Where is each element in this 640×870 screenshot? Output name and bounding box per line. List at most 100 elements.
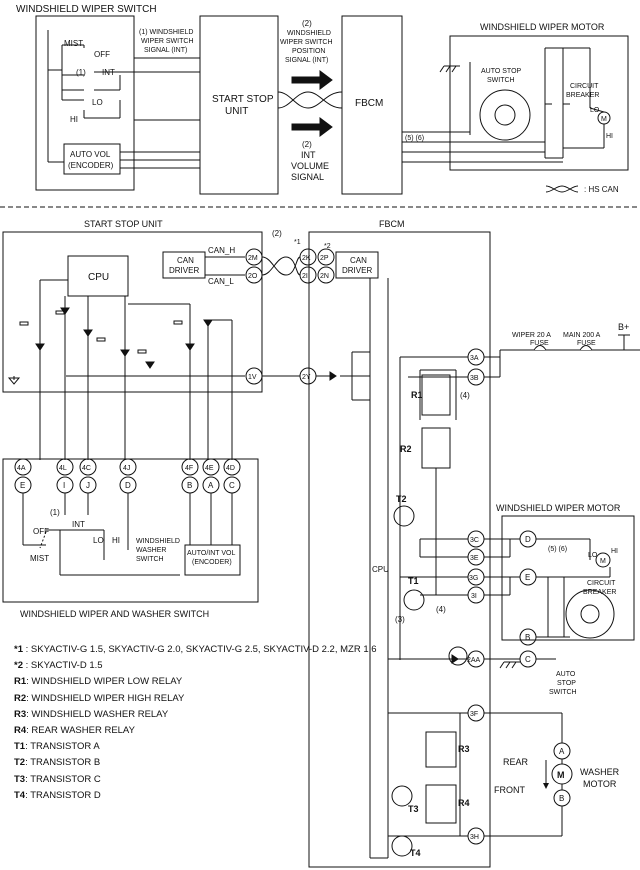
sig1-line-1: (1) WINDSHIELD bbox=[139, 29, 193, 36]
legend-key: R2 bbox=[14, 692, 27, 704]
wiper-fuse-2: FUSE bbox=[530, 340, 549, 347]
conn-4l: 4L bbox=[59, 465, 67, 472]
marker-3: (3) bbox=[395, 615, 405, 624]
legend-text: : REAR WASHER RELAY bbox=[26, 725, 135, 737]
m-hi: HI bbox=[606, 133, 613, 140]
auto-stop-2: SWITCH bbox=[487, 77, 515, 84]
top-switch-title: WINDSHIELD WIPER SWITCH bbox=[16, 4, 157, 15]
motor-56: (5) (6) bbox=[548, 546, 567, 553]
motor-pin-b: B bbox=[525, 633, 530, 642]
legend-key: R1 bbox=[14, 676, 27, 688]
vol-line-3: VOLUME bbox=[291, 161, 329, 171]
top-fbcm-box bbox=[341, 15, 403, 195]
pin-2p: 2P bbox=[320, 255, 329, 262]
ssu-can-driver-box bbox=[162, 251, 206, 279]
sw-lo: LO bbox=[93, 536, 104, 545]
pin-2i: 2I bbox=[302, 273, 308, 280]
pin-3i: 3I bbox=[471, 593, 477, 600]
ssu-line-1: START STOP bbox=[212, 94, 274, 105]
motor-cb-2: BREAKER bbox=[583, 589, 616, 596]
legend-row: *1 : SKYACTIV-G 1.5, SKYACTIV-G 2.0, SKY… bbox=[14, 642, 377, 658]
sig1-line-3: SIGNAL (INT) bbox=[144, 47, 187, 54]
conn-i: I bbox=[63, 481, 65, 490]
top-fbcm-label: FBCM bbox=[355, 98, 383, 109]
motor-pin-c: C bbox=[525, 655, 531, 664]
motor-m: M bbox=[600, 558, 606, 565]
fbcm-title: FBCM bbox=[379, 219, 405, 229]
mist-label: MIST bbox=[64, 39, 83, 48]
conn-b: B bbox=[187, 481, 192, 490]
bottom-schematic bbox=[2, 231, 640, 868]
t4-label: T4 bbox=[410, 848, 421, 858]
legend-text: : WINDSHIELD WIPER LOW RELAY bbox=[26, 676, 183, 688]
legend-row: R3: WINDSHIELD WASHER RELAY bbox=[14, 707, 314, 723]
conn-4c: 4C bbox=[82, 465, 91, 472]
pin-3b: 3B bbox=[470, 375, 479, 382]
ssu-line-2: UNIT bbox=[225, 106, 248, 117]
conn-c: C bbox=[229, 481, 235, 490]
vol-line-4: SIGNAL bbox=[291, 172, 324, 182]
legend-key: T4 bbox=[14, 789, 26, 801]
legend-text: : TRANSISTOR D bbox=[25, 789, 101, 801]
legend: *1 : SKYACTIV-G 1.5, SKYACTIV-G 2.0, SKY… bbox=[14, 642, 377, 804]
top-switch-box bbox=[35, 15, 135, 191]
top-ssu-box bbox=[199, 15, 279, 195]
auto-stop-b-2: STOP bbox=[557, 680, 576, 687]
pin-2y: 2Y bbox=[302, 374, 311, 381]
pin-3e: 3E bbox=[470, 555, 479, 562]
can-l-label: CAN_L bbox=[208, 277, 234, 286]
top-auto-vol-box bbox=[63, 143, 121, 175]
can-h-label: CAN_H bbox=[208, 246, 235, 255]
sig2-line-3: WIPER SWITCH bbox=[280, 39, 333, 46]
m-symbol: M bbox=[601, 116, 607, 123]
main-fuse-1: MAIN 200 A bbox=[563, 332, 601, 339]
pin-2aa: 2AA bbox=[467, 657, 481, 664]
fbcm-can-driver-box bbox=[335, 251, 379, 279]
legend-key: *1 bbox=[14, 644, 23, 655]
r3-label: R3 bbox=[458, 744, 470, 754]
bplus-label: B+ bbox=[618, 322, 629, 332]
washer-motor-1: WASHER bbox=[580, 767, 620, 777]
bottom-labels: START STOP UNIT FBCM CPU CAN DRIVER CAN_… bbox=[17, 219, 629, 858]
pin-1v: 1V bbox=[248, 374, 257, 381]
pin-2m: 2M bbox=[248, 255, 258, 262]
top-motor-title: WINDSHIELD WIPER MOTOR bbox=[480, 22, 605, 32]
motor-cb-1: CIRCUIT bbox=[587, 580, 616, 587]
legend-text: : WINDSHIELD WIPER HIGH RELAY bbox=[26, 692, 185, 704]
wm-m: M bbox=[557, 770, 565, 780]
pin-3f: 3F bbox=[470, 711, 478, 718]
legend-text: : SKYACTIV-G 1.5, SKYACTIV-G 2.0, SKYACT… bbox=[22, 644, 377, 655]
conn-4a: 4A bbox=[17, 465, 26, 472]
legend-text: : SKYACTIV-D 1.5 bbox=[22, 660, 103, 672]
auto-vol-1: AUTO VOL bbox=[70, 150, 111, 159]
top-labels: WINDSHIELD WIPER SWITCH MIST OFF (1) INT… bbox=[16, 4, 619, 194]
auto-stop-b-3: SWITCH bbox=[549, 689, 577, 696]
off-label: OFF bbox=[94, 50, 110, 59]
marker-4a: (4) bbox=[460, 391, 470, 400]
conn-4j: 4J bbox=[123, 465, 130, 472]
star-2: *2 bbox=[324, 243, 331, 250]
ssu-cpu-box bbox=[67, 255, 129, 297]
auto-int-1: AUTO/INT VOL bbox=[187, 550, 235, 557]
wiper-fuse-1: WIPER 20 A bbox=[512, 332, 551, 339]
marker-4b: (4) bbox=[436, 605, 446, 614]
legend-key: T2 bbox=[14, 757, 26, 769]
motor-box bbox=[501, 515, 635, 641]
sig1-line-2: WIPER SWITCH bbox=[141, 38, 194, 45]
sw-marker-1: (1) bbox=[50, 508, 60, 517]
legend-row: R4: REAR WASHER RELAY bbox=[14, 723, 314, 739]
washer-sw-3: SWITCH bbox=[136, 556, 164, 563]
hs-can-legend: : HS CAN bbox=[584, 185, 619, 194]
legend-row: T2: TRANSISTOR B bbox=[14, 755, 314, 771]
ssu-can-2: DRIVER bbox=[169, 266, 199, 275]
sw-off: OFF bbox=[33, 527, 49, 536]
hi-label: HI bbox=[70, 115, 78, 124]
conn-4f: 4F bbox=[185, 465, 193, 472]
legend-row: T1: TRANSISTOR A bbox=[14, 739, 314, 755]
auto-int-2: (ENCODER) bbox=[192, 559, 232, 566]
legend-row: T3: TRANSISTOR C bbox=[14, 772, 314, 788]
fbcm-can-1: CAN bbox=[350, 256, 367, 265]
wm-pin-a: A bbox=[559, 747, 565, 756]
switch-connectors bbox=[14, 458, 241, 494]
